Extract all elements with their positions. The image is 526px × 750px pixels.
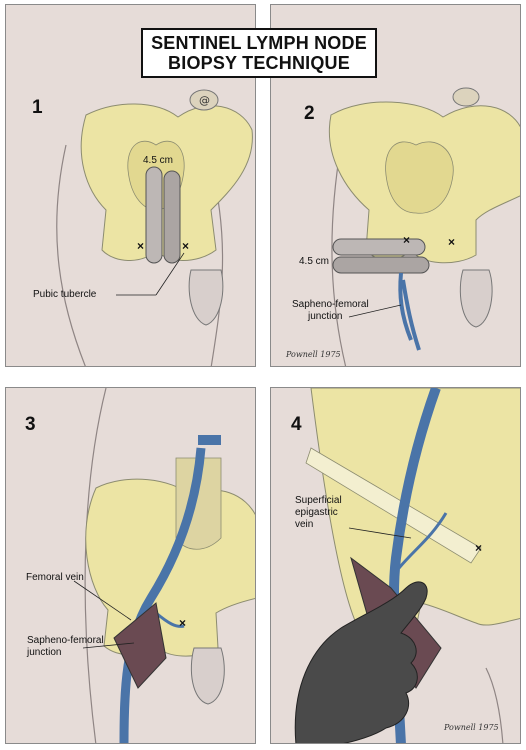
panel-1-illustration: @ xyxy=(6,5,255,366)
panel-3-number: 3 xyxy=(25,414,36,435)
panel-4-mark: × xyxy=(475,541,483,555)
finger-right xyxy=(163,170,181,264)
panel-2-measure-label: 4.5 cm xyxy=(299,256,330,267)
panel-3-junction-label-1: Sapheno-femoral xyxy=(27,635,104,646)
epigastric-vein xyxy=(397,512,448,569)
panel-2-mark-right: × xyxy=(448,235,456,249)
saphenous-vein xyxy=(398,272,421,351)
panel-3-mark: × xyxy=(179,616,187,630)
finger-top xyxy=(332,238,426,256)
incision xyxy=(113,602,167,689)
panel-4-vein-label-3: vein xyxy=(295,519,314,530)
panel-1-measure-label: 4.5 cm xyxy=(143,155,174,166)
svg-text:@: @ xyxy=(199,94,210,107)
finger-left xyxy=(145,166,163,264)
panel-4-vein-label-2: epigastric xyxy=(295,507,338,518)
title-box: SENTINEL LYMPH NODE BIOPSY TECHNIQUE xyxy=(141,28,377,78)
panel-4-number: 4 xyxy=(291,414,302,435)
panel-3-femoral-vein-label: Femoral vein xyxy=(26,572,84,583)
panel-1-mark-left: × xyxy=(137,239,145,253)
panel-4-vein-label-1: Superficial xyxy=(295,495,342,506)
panel-4: 4 × Superficial epigastric vein Pownell … xyxy=(270,387,521,744)
panel-4-illustration xyxy=(271,388,520,743)
panel-2-illustration xyxy=(271,5,520,366)
femoral-vein xyxy=(119,447,206,743)
panel-3-junction-label-2: junction xyxy=(27,647,62,658)
panel-1-mark-right: × xyxy=(182,239,190,253)
retracting-hand xyxy=(294,581,428,743)
panel-2-signature: Pownell 1975 xyxy=(286,350,341,359)
panel-2-junction-label-2: junction xyxy=(308,311,343,322)
panel-3-illustration xyxy=(6,388,255,743)
panel-1-number: 1 xyxy=(32,97,43,118)
panel-2-number: 2 xyxy=(304,103,315,124)
title-line-2: BIOPSY TECHNIQUE xyxy=(168,53,350,73)
title-line-1: SENTINEL LYMPH NODE xyxy=(151,33,367,53)
finger-bottom xyxy=(332,256,430,274)
panel-4-signature: Pownell 1975 xyxy=(444,723,499,732)
panel-2-junction-label-1: Sapheno-femoral xyxy=(292,299,369,310)
panel-3: 3 × Femoral vein Sapheno-femoral junctio… xyxy=(5,387,256,744)
panel-2-mark-left: × xyxy=(403,233,411,247)
panel-1-pubic-tubercle-label: Pubic tubercle xyxy=(33,289,97,300)
panel-2: 2 4.5 cm × × Sapheno-femoral junction Po… xyxy=(270,4,521,367)
